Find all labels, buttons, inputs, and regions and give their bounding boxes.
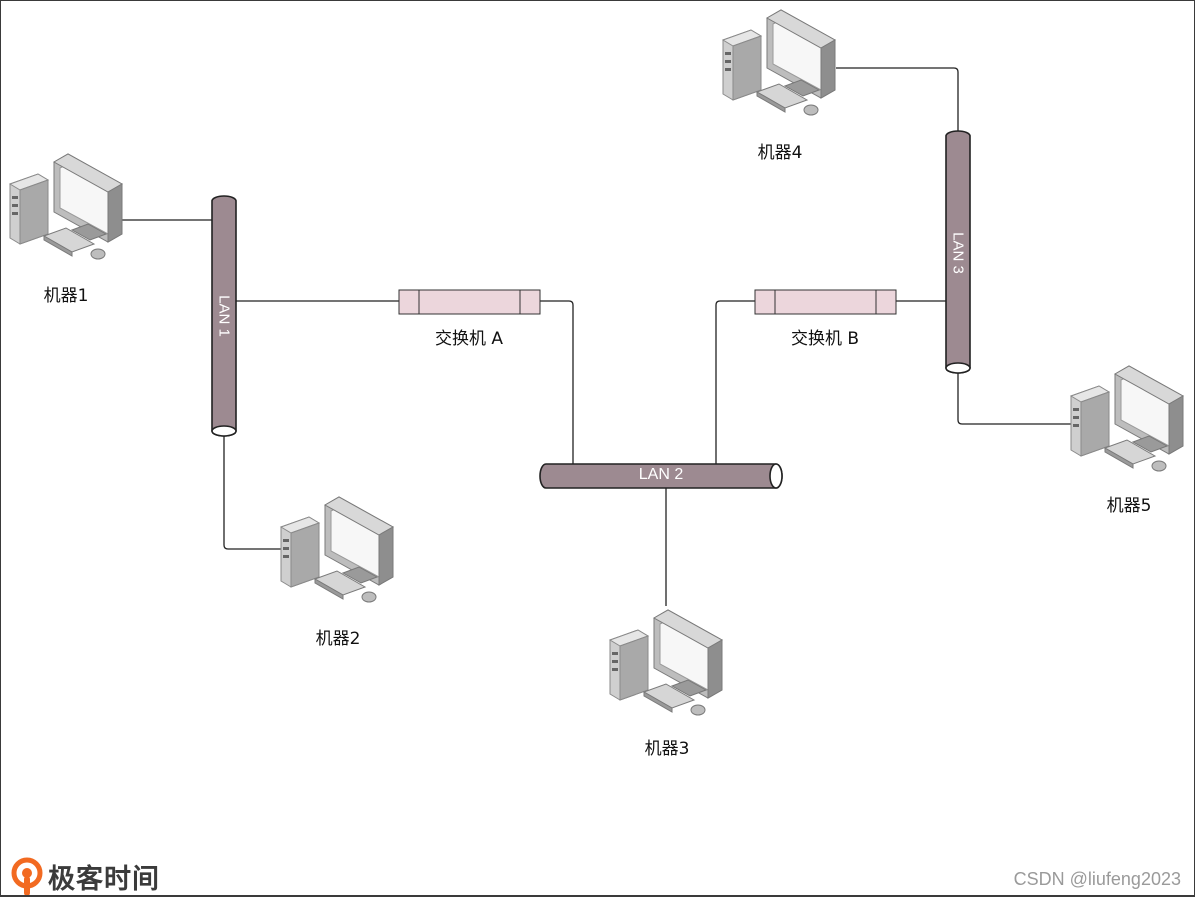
switch-a-label: 交换机 A (434, 329, 504, 349)
link-m4-lan3 (836, 67, 959, 134)
machine4-label: 机器4 (757, 143, 803, 163)
connection-lines (122, 67, 1075, 606)
computer-icon-m1 (9, 153, 123, 260)
lan1-cylinder (211, 195, 237, 437)
switch-b-label: 交换机 B (790, 329, 860, 349)
lan2-cylinder (539, 463, 783, 489)
lan1-label: LAN 1 (215, 295, 233, 337)
machine2-label: 机器2 (315, 629, 361, 649)
link-lan3-m5 (957, 372, 1075, 425)
switch-b-shape (754, 289, 897, 315)
link-lan1-m2 (223, 435, 285, 550)
lan3-label: LAN 3 (949, 232, 967, 274)
brand-name: 极客时间 (48, 863, 160, 895)
geektime-logo-icon (11, 857, 43, 895)
link-lan2-switch-b (715, 300, 755, 464)
machine5-label: 机器5 (1106, 496, 1152, 516)
lan3-cylinder (945, 130, 971, 374)
computer-icon-m5 (1070, 365, 1184, 472)
brand-logo: 极客时间 (10, 856, 160, 896)
computer-icon-m4 (722, 9, 836, 116)
watermark: CSDN @liufeng2023 (1013, 869, 1181, 889)
machine3-label: 机器3 (644, 739, 690, 759)
switch-a-shape (398, 289, 541, 315)
link-switch-a-lan2 (540, 300, 574, 464)
machine1-label: 机器1 (43, 286, 89, 306)
computer-icon-m3 (609, 609, 723, 716)
lan2-label: LAN 2 (638, 466, 684, 483)
computer-icon-m2 (280, 496, 394, 603)
